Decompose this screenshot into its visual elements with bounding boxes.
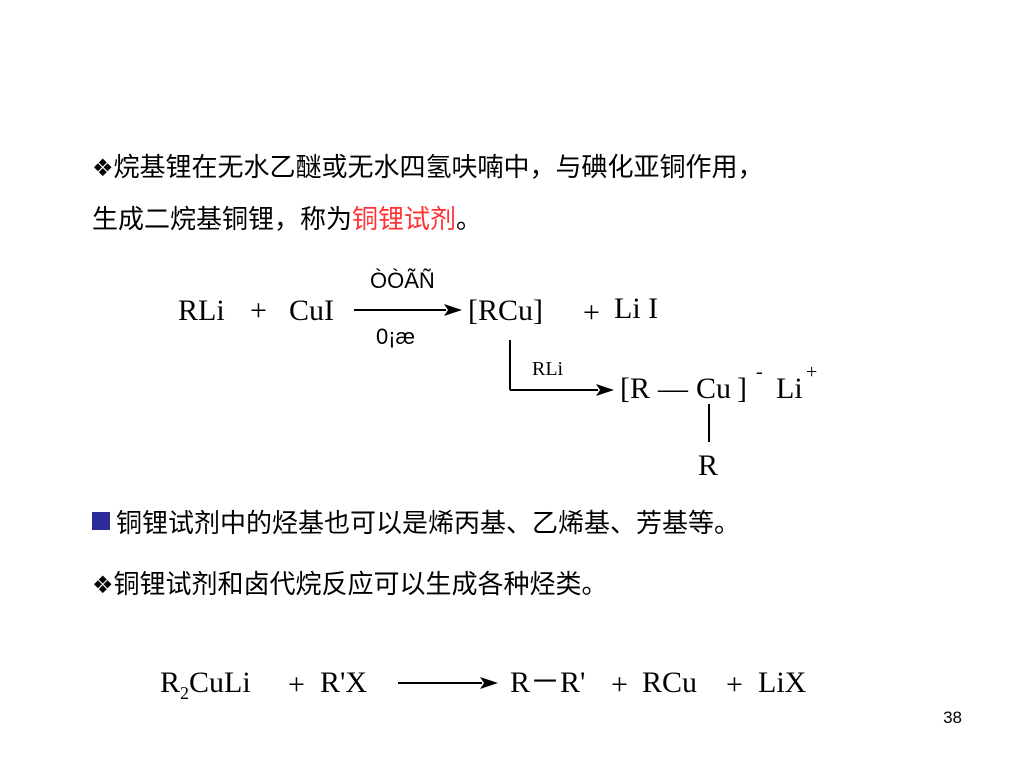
rxn1-arrow-1-head: [444, 304, 462, 316]
rxn2-arrow-head: [480, 677, 498, 689]
diamond-bullet-icon: ❖: [92, 154, 114, 182]
rxn2-reactant-rx: R'X: [320, 666, 368, 699]
paragraph-2-text: 铜锂试剂中的烃基也可以是烯丙基、乙烯基、芳基等。: [116, 509, 741, 539]
rxn2-product-coupled: R－R': [510, 666, 586, 699]
rxn2-product-rcu: RCu: [642, 666, 698, 699]
rxn2-reactant-cuprate: R2CuLi: [160, 666, 251, 703]
paragraph-1-text-2: 生成二烷基铜锂，称为: [92, 205, 353, 235]
rxn1-product-r-bracket: [R: [620, 372, 650, 405]
rxn1-product-li: Li: [776, 372, 803, 405]
rxn2-culi: CuLi: [189, 666, 251, 699]
rxn1-product-lii: Li I: [614, 292, 659, 325]
highlight-term: 铜锂试剂: [352, 205, 457, 235]
rxn2-plus-2: +: [611, 668, 628, 701]
page-number: 38: [943, 708, 962, 727]
rxn1-product-cu: Cu: [696, 372, 732, 405]
rxn2-plus-3: +: [726, 668, 743, 701]
rxn1-charge-plus: +: [806, 361, 818, 383]
square-bullet-icon: [92, 512, 110, 530]
paragraph-1-line-2: 生成二烷基铜锂，称为铜锂试剂。: [92, 207, 482, 233]
rxn1-charge-minus: -: [756, 361, 763, 383]
rxn2-plus-1: +: [288, 668, 305, 701]
paragraph-1-period: 。: [456, 205, 483, 235]
rxn1-reactant-cui: CuI: [289, 294, 334, 327]
rxn1-reactant-rli: RLi: [178, 294, 225, 327]
paragraph-1-line-1: ❖烷基锂在无水乙醚或无水四氢呋喃中，与碘化亚铜作用，: [92, 155, 764, 181]
rxn2-product-lix: LiX: [758, 666, 807, 699]
rxn1-arrow-2-head: [596, 384, 614, 396]
paragraph-1-text-1: 烷基锂在无水乙醚或无水四氢呋喃中，与碘化亚铜作用，: [113, 153, 764, 183]
rxn1-product-rcu: [RCu]: [468, 294, 543, 327]
paragraph-3-text: 铜锂试剂和卤代烷反应可以生成各种烃类。: [113, 570, 608, 600]
rxn1-product-bond: —: [658, 372, 688, 405]
rxn1-arrow-top-label: ÒÒÃÑ: [370, 268, 435, 293]
rxn1-arrow-2-label: RLi: [532, 358, 564, 380]
diamond-bullet-icon: ❖: [92, 571, 114, 599]
rxn1-plus-1: +: [250, 294, 267, 327]
rxn2-r: R: [160, 666, 181, 699]
rxn1-product-close-bracket: ]: [737, 372, 747, 405]
rxn1-arrow-bottom-label: 0¡æ: [376, 324, 416, 349]
rxn1-product-r-substituent: R: [698, 449, 719, 482]
rxn1-plus-2: +: [583, 296, 600, 329]
paragraph-2-line: 铜锂试剂中的烃基也可以是烯丙基、乙烯基、芳基等。: [92, 511, 740, 537]
paragraph-3-line: ❖铜锂试剂和卤代烷反应可以生成各种烃类。: [92, 572, 608, 598]
rxn2-subscript: 2: [180, 683, 190, 703]
